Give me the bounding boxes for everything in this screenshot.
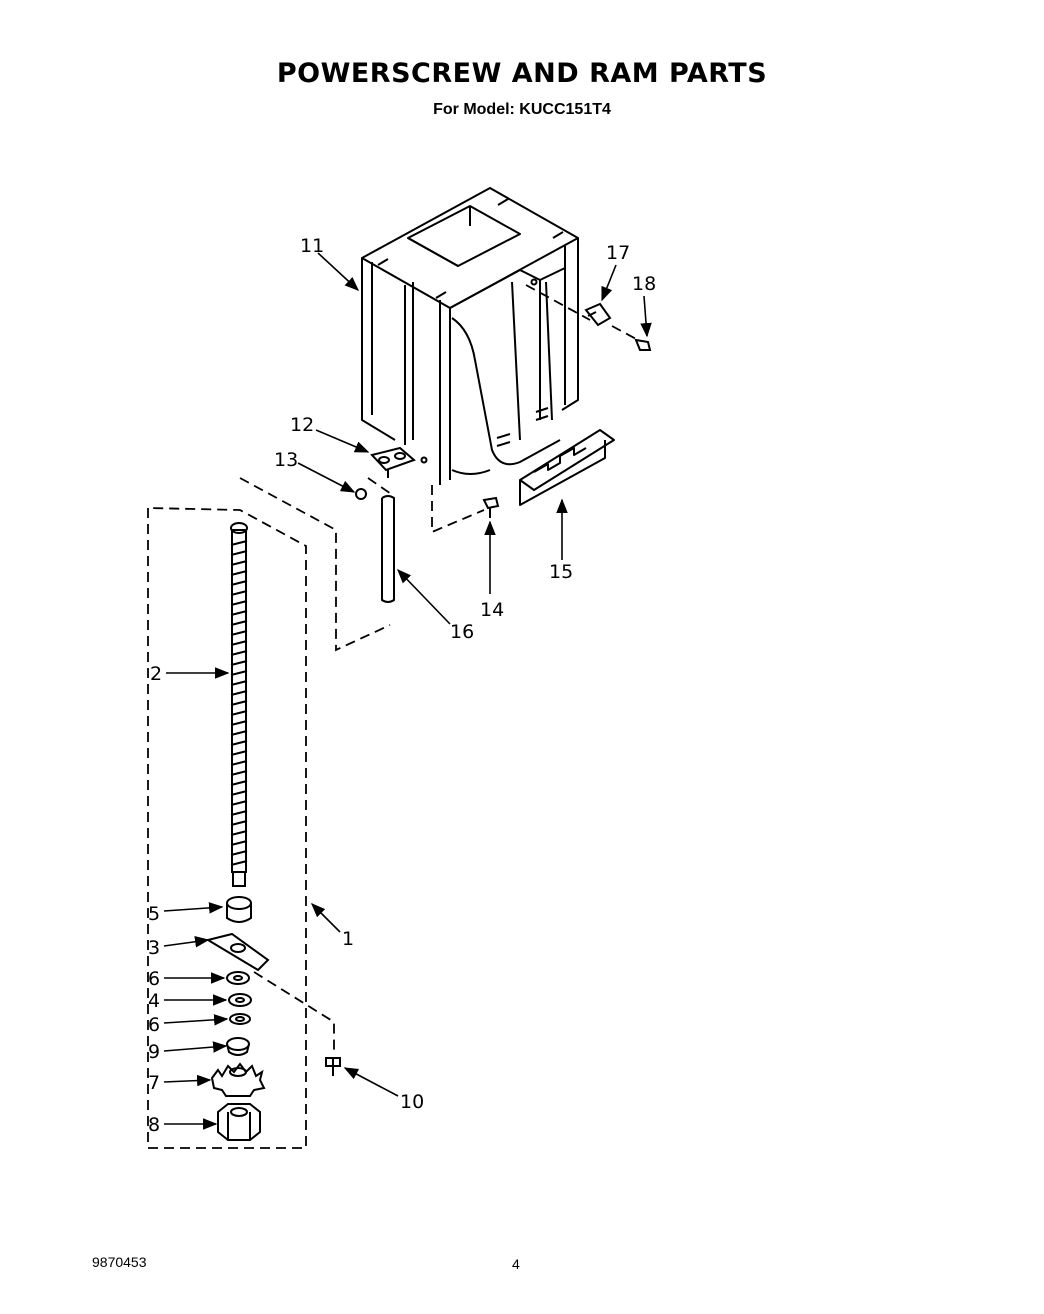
callout-12: 12	[290, 414, 314, 436]
small-bracket	[584, 302, 612, 327]
powerscrew-hanger	[370, 446, 416, 478]
callout-7: 7	[148, 1072, 160, 1094]
callout-1: 1	[342, 928, 354, 950]
callout-10: 10	[400, 1091, 424, 1113]
callout-2: 2	[150, 663, 162, 685]
pin-16	[381, 495, 395, 603]
washer-13	[355, 488, 367, 500]
callout-11: 11	[300, 235, 324, 257]
callout-17: 17	[606, 242, 630, 264]
screw-18	[634, 338, 652, 351]
callout-5: 5	[148, 903, 160, 925]
ram-guide-bracket	[519, 429, 615, 506]
alignment-lines	[147, 284, 639, 1149]
sprocket-7	[210, 1062, 266, 1097]
callout-15: 15	[549, 561, 573, 583]
washer-stack	[226, 971, 252, 1056]
callout-4: 4	[148, 990, 160, 1012]
callout-13: 13	[274, 449, 298, 471]
callout-14: 14	[480, 599, 504, 621]
document-number: 9870453	[92, 1254, 147, 1270]
screw-10	[325, 1057, 341, 1076]
callout-9: 9	[148, 1041, 160, 1063]
callout-8: 8	[148, 1114, 160, 1136]
page-title: POWERSCREW AND RAM PARTS	[276, 58, 768, 89]
callout-16: 16	[450, 621, 474, 643]
screw-14	[482, 496, 500, 518]
ram-assembly	[361, 187, 579, 485]
callout-6a: 6	[148, 968, 160, 990]
leader-arrows	[163, 252, 652, 1130]
powerscrew	[230, 522, 248, 887]
nut-8	[217, 1103, 261, 1141]
page-number: 4	[512, 1256, 520, 1272]
bearing-5	[226, 896, 252, 923]
callout-3: 3	[148, 937, 160, 959]
callout-6b: 6	[148, 1014, 160, 1036]
callout-18: 18	[632, 273, 656, 295]
mounting-plate-3	[205, 932, 270, 972]
model-subtitle: For Model: KUCC151T4	[433, 101, 611, 118]
